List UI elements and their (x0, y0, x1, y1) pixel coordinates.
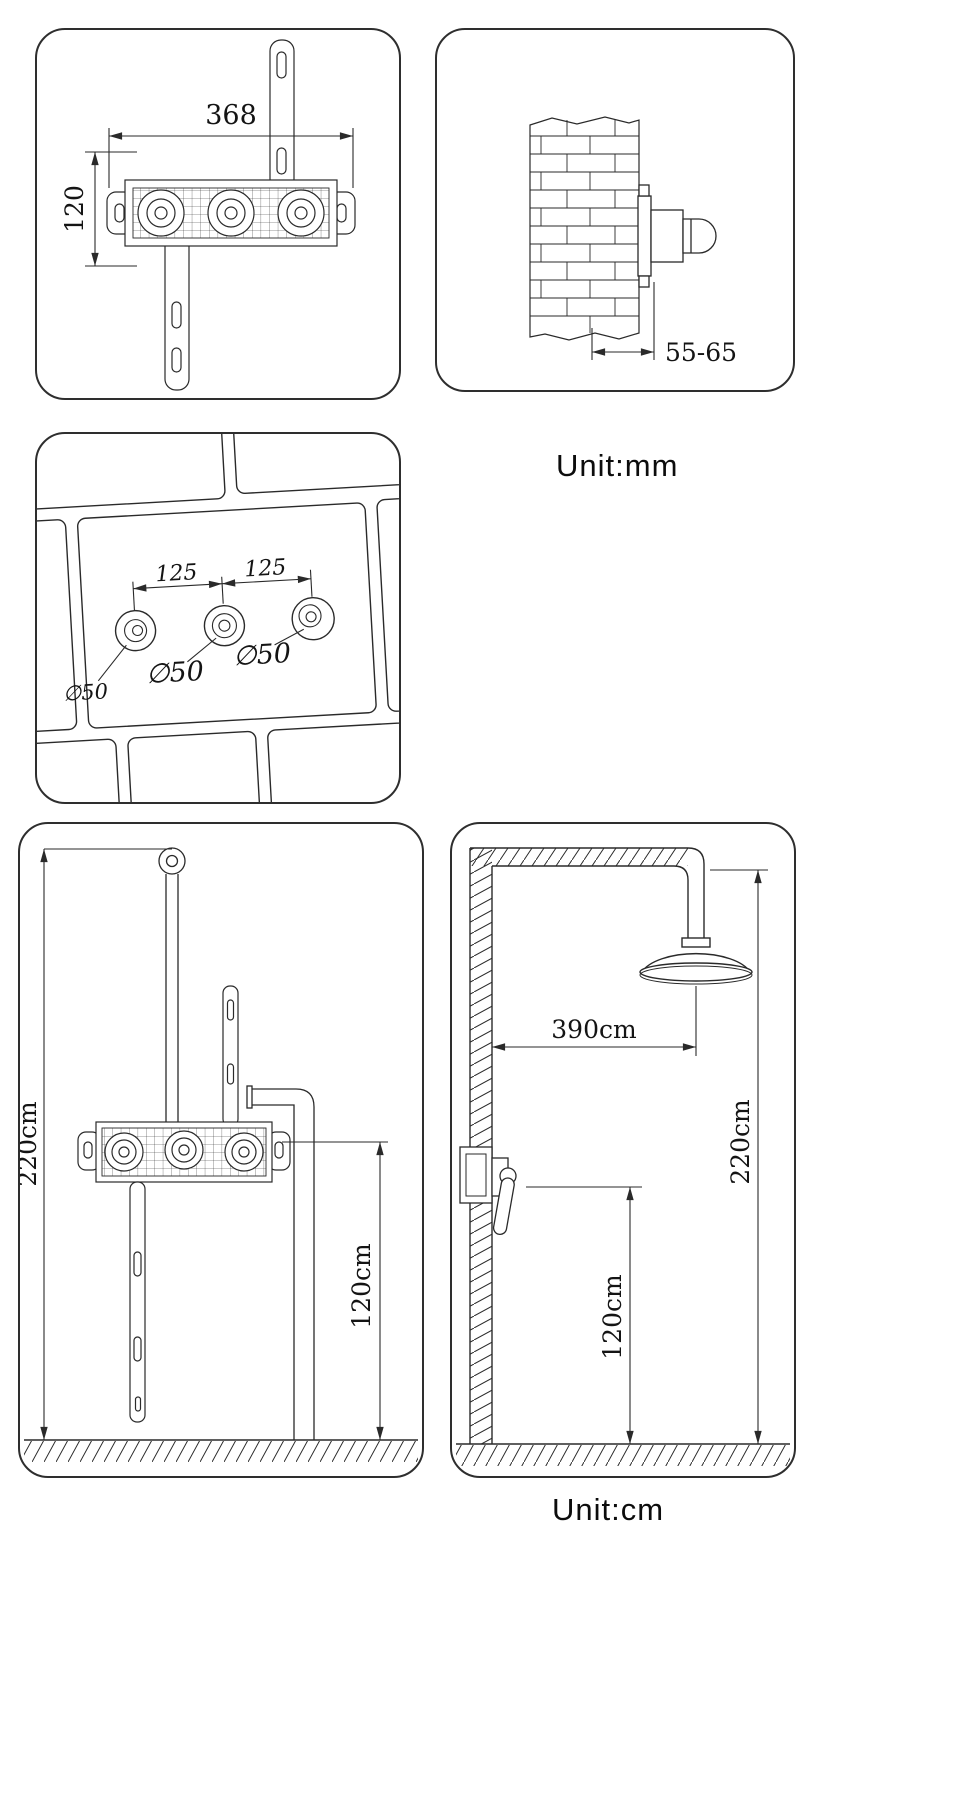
shower-head (639, 952, 753, 985)
panel-valve-front: 368 120 (35, 28, 401, 400)
dim-head-projection-label: 390cm (551, 1015, 637, 1044)
dim-depth-label: 55-65 (665, 338, 737, 367)
brick-wall (529, 116, 640, 341)
lower-strap (129, 1181, 146, 1423)
panel-tile-cutouts: 125 125 ∅50 ∅50 ∅50 (35, 432, 401, 804)
dim-width-label: 368 (205, 100, 257, 131)
dimension-width (108, 128, 354, 188)
panel-install-front: 220cm 120cm (18, 822, 424, 1478)
valve-front-drawing: 368 120 (60, 39, 356, 391)
valve-body-front (77, 1121, 291, 1183)
floor (24, 1439, 418, 1462)
dimension-valve-height-side (526, 1186, 642, 1444)
dimension-depth (591, 282, 655, 360)
wall-section-drawing: 55-65 (529, 116, 737, 367)
dim-valve-height-label: 120cm (347, 1243, 376, 1329)
tile-cutouts-drawing: 125 125 ∅50 ∅50 ∅50 (37, 434, 399, 802)
install-front-drawing: 220cm 120cm (20, 847, 418, 1462)
ceiling-pipe (470, 847, 711, 948)
floor (456, 1443, 790, 1466)
hole-diameter-2-label: ∅50 (145, 656, 205, 690)
cutout-holes (114, 596, 335, 652)
spout-pipe (246, 1085, 315, 1440)
dimension-height (85, 151, 137, 267)
dimension-valve-height (282, 1141, 388, 1440)
dimension-overall-height-side (710, 869, 768, 1444)
dimension-overall-height (40, 848, 172, 1440)
valve-side-view (637, 184, 717, 288)
dimension-spacing (97, 569, 313, 682)
unit-label-cm: Unit:cm (552, 1492, 665, 1527)
dim-spacing-left-label: 125 (155, 560, 198, 587)
wall-tiles (37, 434, 399, 802)
wall (469, 848, 493, 1444)
hole-diameter-1-label: ∅50 (62, 679, 108, 705)
mid-strap (222, 985, 239, 1127)
dim-overall-height-side-label: 220cm (726, 1099, 755, 1185)
valve-and-handle (459, 1146, 517, 1236)
panel-wall-section: 55-65 (435, 28, 795, 392)
panel-install-side: 390cm 120cm 220cm (450, 822, 796, 1478)
shower-riser (158, 847, 186, 1124)
unit-label-mm: Unit:mm (556, 448, 679, 483)
dimension-head-projection (492, 986, 697, 1056)
valve-body (106, 179, 356, 247)
install-side-drawing: 390cm 120cm 220cm (456, 847, 790, 1466)
mounting-straps (164, 39, 295, 391)
hole-diameter-3-label: ∅50 (232, 638, 292, 672)
dim-overall-height-label: 220cm (20, 1101, 42, 1187)
dim-height-label: 120 (60, 185, 89, 233)
dim-spacing-right-label: 125 (244, 555, 287, 582)
dim-valve-height-side-label: 120cm (598, 1274, 627, 1360)
